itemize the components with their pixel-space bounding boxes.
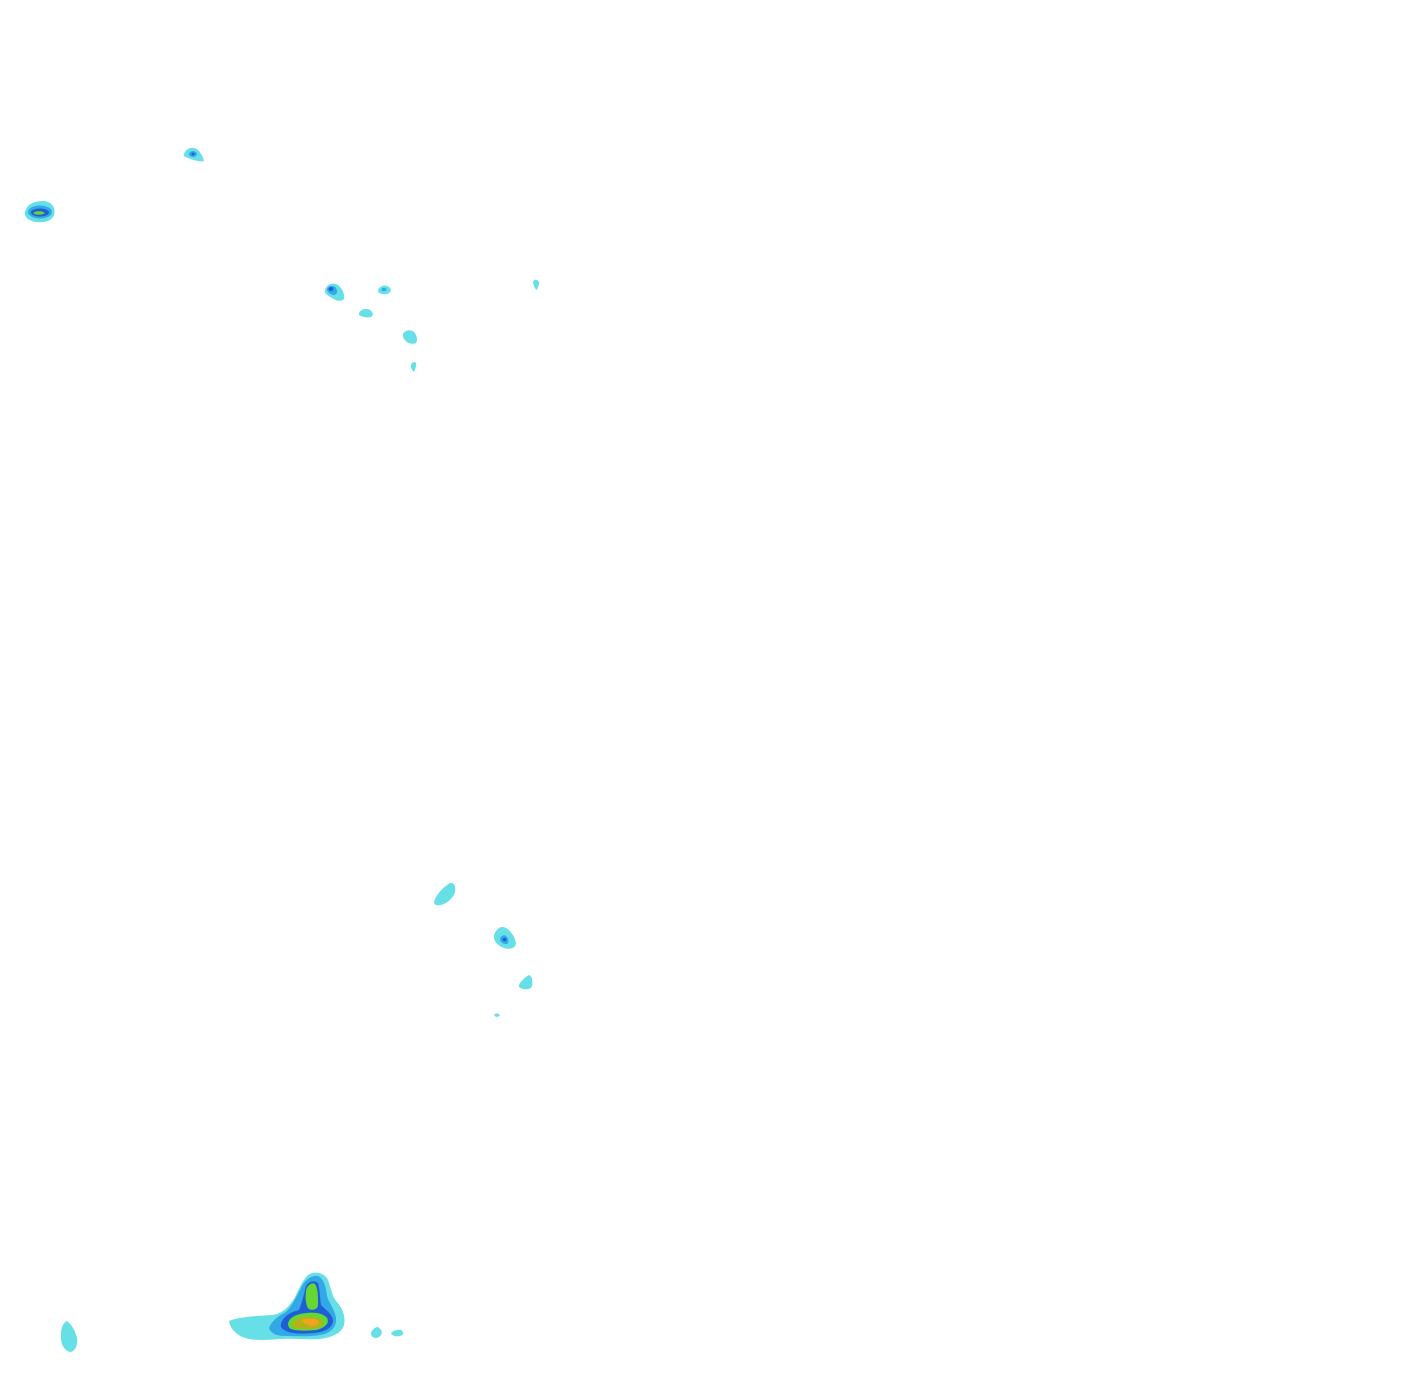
blob-top-left-small-level-3 bbox=[191, 152, 195, 156]
blob-upper-center-d bbox=[403, 330, 418, 344]
blob-bottom-main-level-6 bbox=[302, 1318, 319, 1326]
blob-mid-a bbox=[434, 882, 456, 906]
blob-bottom-main bbox=[229, 1272, 345, 1340]
blob-upper-center-e bbox=[410, 361, 417, 372]
blob-bottom-small-b bbox=[391, 1329, 404, 1337]
blob-upper-center-c bbox=[359, 309, 373, 318]
blob-far-left bbox=[24, 201, 55, 223]
blob-upper-center-a bbox=[324, 283, 345, 301]
blob-mid-d bbox=[494, 1013, 500, 1017]
blob-upper-center-b-level-2 bbox=[381, 287, 387, 292]
blob-top-left-small bbox=[183, 147, 204, 162]
blob-bottom-small-a bbox=[371, 1327, 382, 1339]
blob-far-left-level-4 bbox=[33, 211, 45, 215]
blob-mid-c bbox=[518, 975, 533, 990]
blob-bottom-left bbox=[61, 1321, 78, 1352]
blob-mid-b-level-3 bbox=[502, 937, 507, 942]
blob-upper-center-b bbox=[377, 285, 391, 295]
blob-upper-center-a-level-3 bbox=[328, 287, 334, 291]
blob-upper-right-tiny bbox=[533, 279, 540, 290]
blob-mid-b bbox=[493, 926, 516, 949]
blob-bottom-main-level-4b bbox=[305, 1283, 318, 1310]
